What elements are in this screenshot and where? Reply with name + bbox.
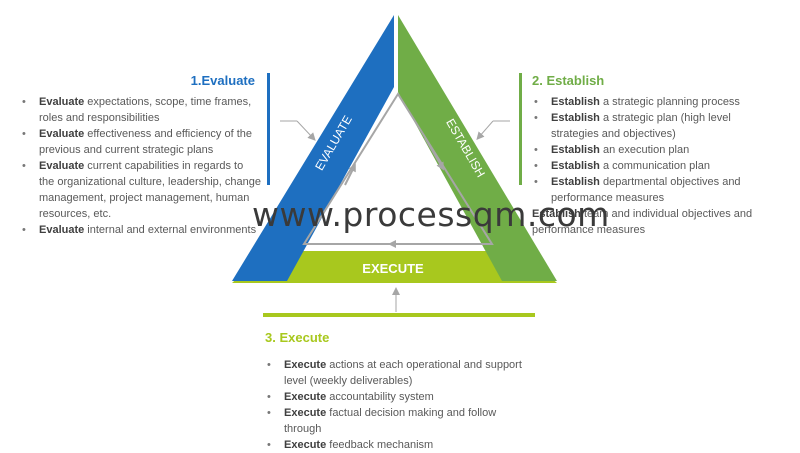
list-item-text: actions at each operational and support …: [284, 359, 522, 387]
list-item-text: internal and external environments: [84, 224, 257, 236]
list-item-keyword: Execute: [284, 407, 327, 419]
list-item: Evaluate current capabilities in regards…: [20, 158, 261, 222]
establish-heading: 2. Establish: [532, 73, 605, 88]
list-item-keyword: Establish: [551, 112, 600, 124]
establish-segment: [398, 15, 557, 281]
establish-list: Establish a strategic planning processEs…: [532, 94, 772, 238]
list-item-keyword: Evaluate: [39, 224, 85, 236]
list-item-keyword: Execute: [284, 439, 327, 451]
establish-panel: 2. Establish Establish a strategic plann…: [532, 73, 772, 238]
list-item-text: departmental objectives and performance …: [551, 176, 741, 204]
list-item-keyword: Establish: [532, 208, 581, 220]
list-item-text: accountability system: [326, 391, 434, 403]
list-item-keyword: Evaluate: [39, 96, 85, 108]
list-item: Execute feedback mechanism: [265, 437, 525, 453]
list-item-keyword: Evaluate: [39, 128, 85, 140]
list-item-keyword: Establish: [551, 160, 600, 172]
execute-panel: 3. Execute Execute actions at each opera…: [265, 330, 525, 453]
list-item-text: feedback mechanism: [326, 439, 434, 451]
evaluate-connector-diag: [296, 120, 316, 141]
list-item: Execute factual decision making and foll…: [265, 405, 525, 437]
list-item: Evaluate effectiveness and efficiency of…: [20, 126, 261, 158]
list-item: Execute accountability system: [265, 389, 525, 405]
execute-heading: 3. Execute: [265, 330, 330, 345]
evaluate-panel: 1.Evaluate Evaluate expectations, scope,…: [20, 73, 261, 238]
list-item: Establish an execution plan: [532, 142, 772, 158]
list-item-text: team and individual objectives and perfo…: [532, 208, 753, 236]
execute-label: EXECUTE: [362, 261, 424, 276]
execute-accent-bar: [263, 313, 535, 317]
list-item: Establish a strategic plan (high level s…: [532, 110, 772, 142]
list-item: Establish a strategic planning process: [532, 94, 772, 110]
list-item: Evaluate expectations, scope, time frame…: [20, 94, 261, 126]
list-item-text: an execution plan: [599, 144, 690, 156]
list-item-text: factual decision making and follow throu…: [284, 407, 497, 435]
execute-list: Execute actions at each operational and …: [265, 357, 525, 453]
list-item-text: effectiveness and efficiency of the prev…: [39, 128, 253, 156]
establish-accent-bar: [519, 73, 522, 185]
evaluate-accent-bar: [267, 73, 270, 185]
list-item-text: expectations, scope, time frames, roles …: [39, 96, 252, 124]
list-item: Evaluate internal and external environme…: [20, 222, 261, 238]
list-item-keyword: Establish: [551, 176, 600, 188]
list-item: Execute actions at each operational and …: [265, 357, 525, 389]
list-item-keyword: Evaluate: [39, 160, 85, 172]
list-item-keyword: Execute: [284, 359, 327, 371]
list-item: Establish team and individual objectives…: [532, 206, 772, 238]
cycle-arrow-up: [344, 163, 356, 186]
establish-connector-diag: [476, 120, 494, 141]
evaluate-heading: 1.Evaluate: [190, 73, 255, 88]
cycle-arrow-down: [424, 137, 445, 171]
list-item: Establish a communication plan: [532, 158, 772, 174]
list-item: Establish departmental objectives and pe…: [532, 174, 772, 206]
execute-segment: [232, 251, 557, 283]
list-item-keyword: Execute: [284, 391, 327, 403]
list-item-keyword: Establish: [551, 96, 600, 108]
list-item-text: a strategic planning process: [599, 96, 740, 108]
list-item-keyword: Establish: [551, 144, 600, 156]
list-item-text: current capabilities in regards to the o…: [39, 160, 261, 220]
list-item-text: a strategic plan (high level strategies …: [551, 112, 731, 140]
evaluate-segment: [232, 15, 394, 281]
list-item-text: a communication plan: [599, 160, 710, 172]
evaluate-list: Evaluate expectations, scope, time frame…: [20, 94, 261, 238]
